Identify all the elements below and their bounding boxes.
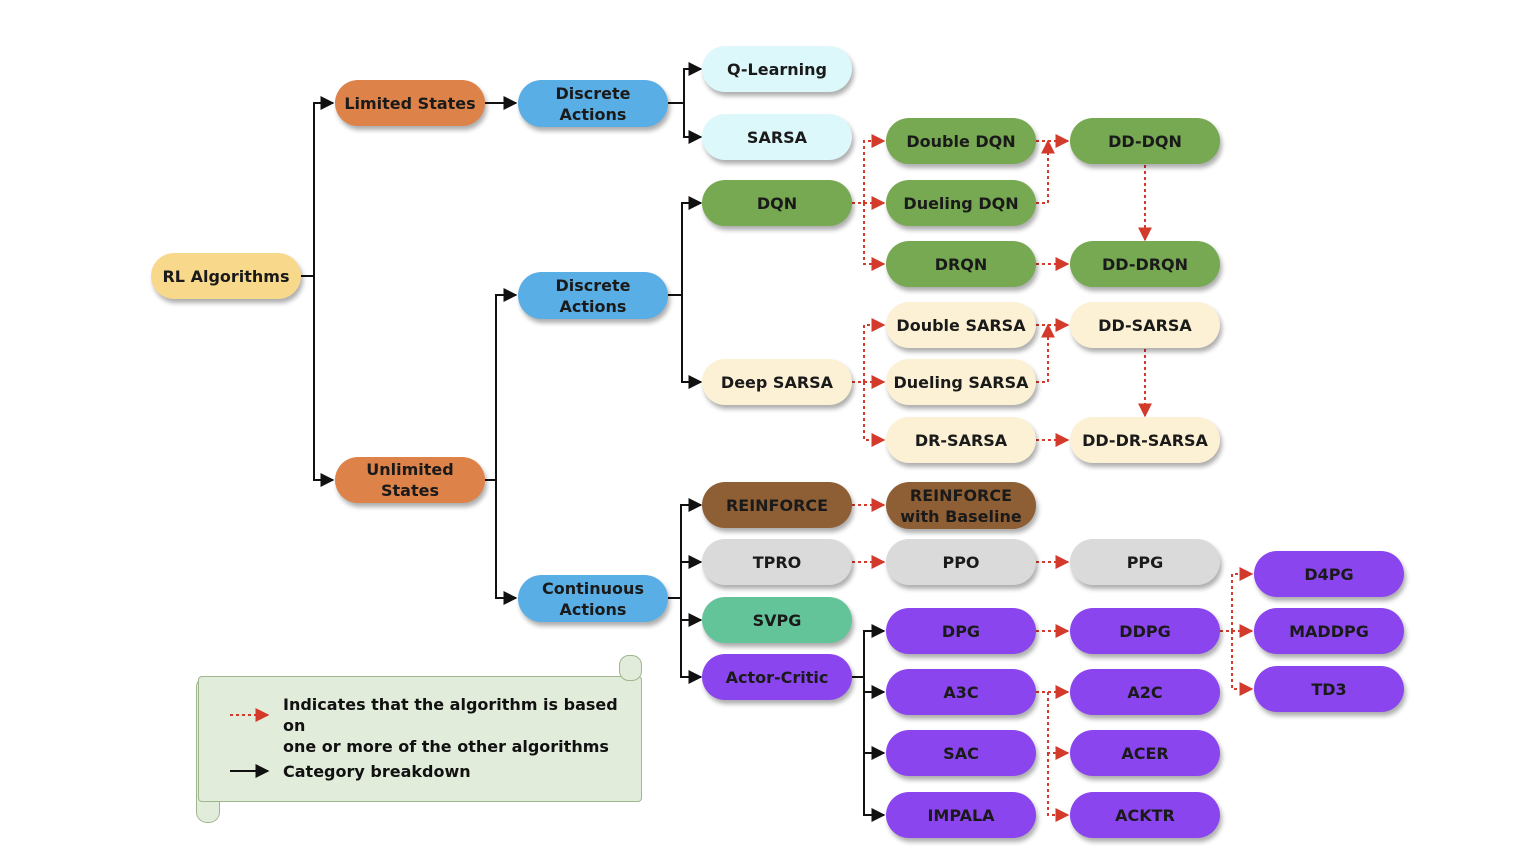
node-sac: SAC xyxy=(886,730,1036,776)
node-dpg: DPG xyxy=(886,608,1036,654)
node-dd-drqn: DD-DRQN xyxy=(1070,241,1220,287)
node-double-dqn: Double DQN xyxy=(886,118,1036,164)
node-reinforce-baseline: REINFORCE with Baseline xyxy=(886,482,1036,529)
node-acktr: ACKTR xyxy=(1070,792,1220,838)
node-ppg: PPG xyxy=(1070,539,1220,585)
node-a2c: A2C xyxy=(1070,669,1220,715)
node-dr-sarsa: DR-SARSA xyxy=(886,417,1036,463)
node-drqn: DRQN xyxy=(886,241,1036,287)
node-reinforce: REINFORCE xyxy=(702,482,852,528)
node-dueling-sarsa: Dueling SARSA xyxy=(886,359,1036,405)
node-dueling-dqn: Dueling DQN xyxy=(886,180,1036,226)
node-dqn: DQN xyxy=(702,180,852,226)
node-tpro: TPRO xyxy=(702,539,852,585)
node-dd-dqn: DD-DQN xyxy=(1070,118,1220,164)
node-dd-dr-sarsa: DD-DR-SARSA xyxy=(1070,417,1220,463)
node-dd-sarsa: DD-SARSA xyxy=(1070,302,1220,348)
node-maddpg: MADDPG xyxy=(1254,608,1404,654)
node-ddpg: DDPG xyxy=(1070,608,1220,654)
node-discrete-actions-limited: Discrete Actions xyxy=(518,80,668,127)
node-deep-sarsa: Deep SARSA xyxy=(702,359,852,405)
node-double-sarsa: Double SARSA xyxy=(886,302,1036,348)
node-acer: ACER xyxy=(1070,730,1220,776)
node-sarsa: SARSA xyxy=(702,114,852,160)
node-unlimited-states: Unlimited States xyxy=(335,457,485,503)
node-actor-critic: Actor-Critic xyxy=(702,654,852,700)
node-q-learning: Q-Learning xyxy=(702,46,852,92)
node-svpg: SVPG xyxy=(702,597,852,643)
legend-box xyxy=(198,676,642,802)
legend-based-on-text: Indicates that the algorithm is based on… xyxy=(283,695,618,756)
node-a3c: A3C xyxy=(886,669,1036,715)
legend-scroll-right-curl xyxy=(619,655,642,681)
legend-category-text: Category breakdown xyxy=(283,762,471,781)
based-on-connectors xyxy=(852,134,1254,822)
node-td3: TD3 xyxy=(1254,666,1404,712)
category-connectors xyxy=(301,62,886,822)
node-ppo: PPO xyxy=(886,539,1036,585)
node-d4pg: D4PG xyxy=(1254,551,1404,597)
node-rl-algorithms: RL Algorithms xyxy=(151,253,301,299)
node-impala: IMPALA xyxy=(886,792,1036,838)
node-discrete-actions-unlimited: Discrete Actions xyxy=(518,272,668,319)
node-limited-states: Limited States xyxy=(335,80,485,126)
node-continuous-actions: Continuous Actions xyxy=(518,575,668,622)
legend-arrows xyxy=(230,708,270,778)
